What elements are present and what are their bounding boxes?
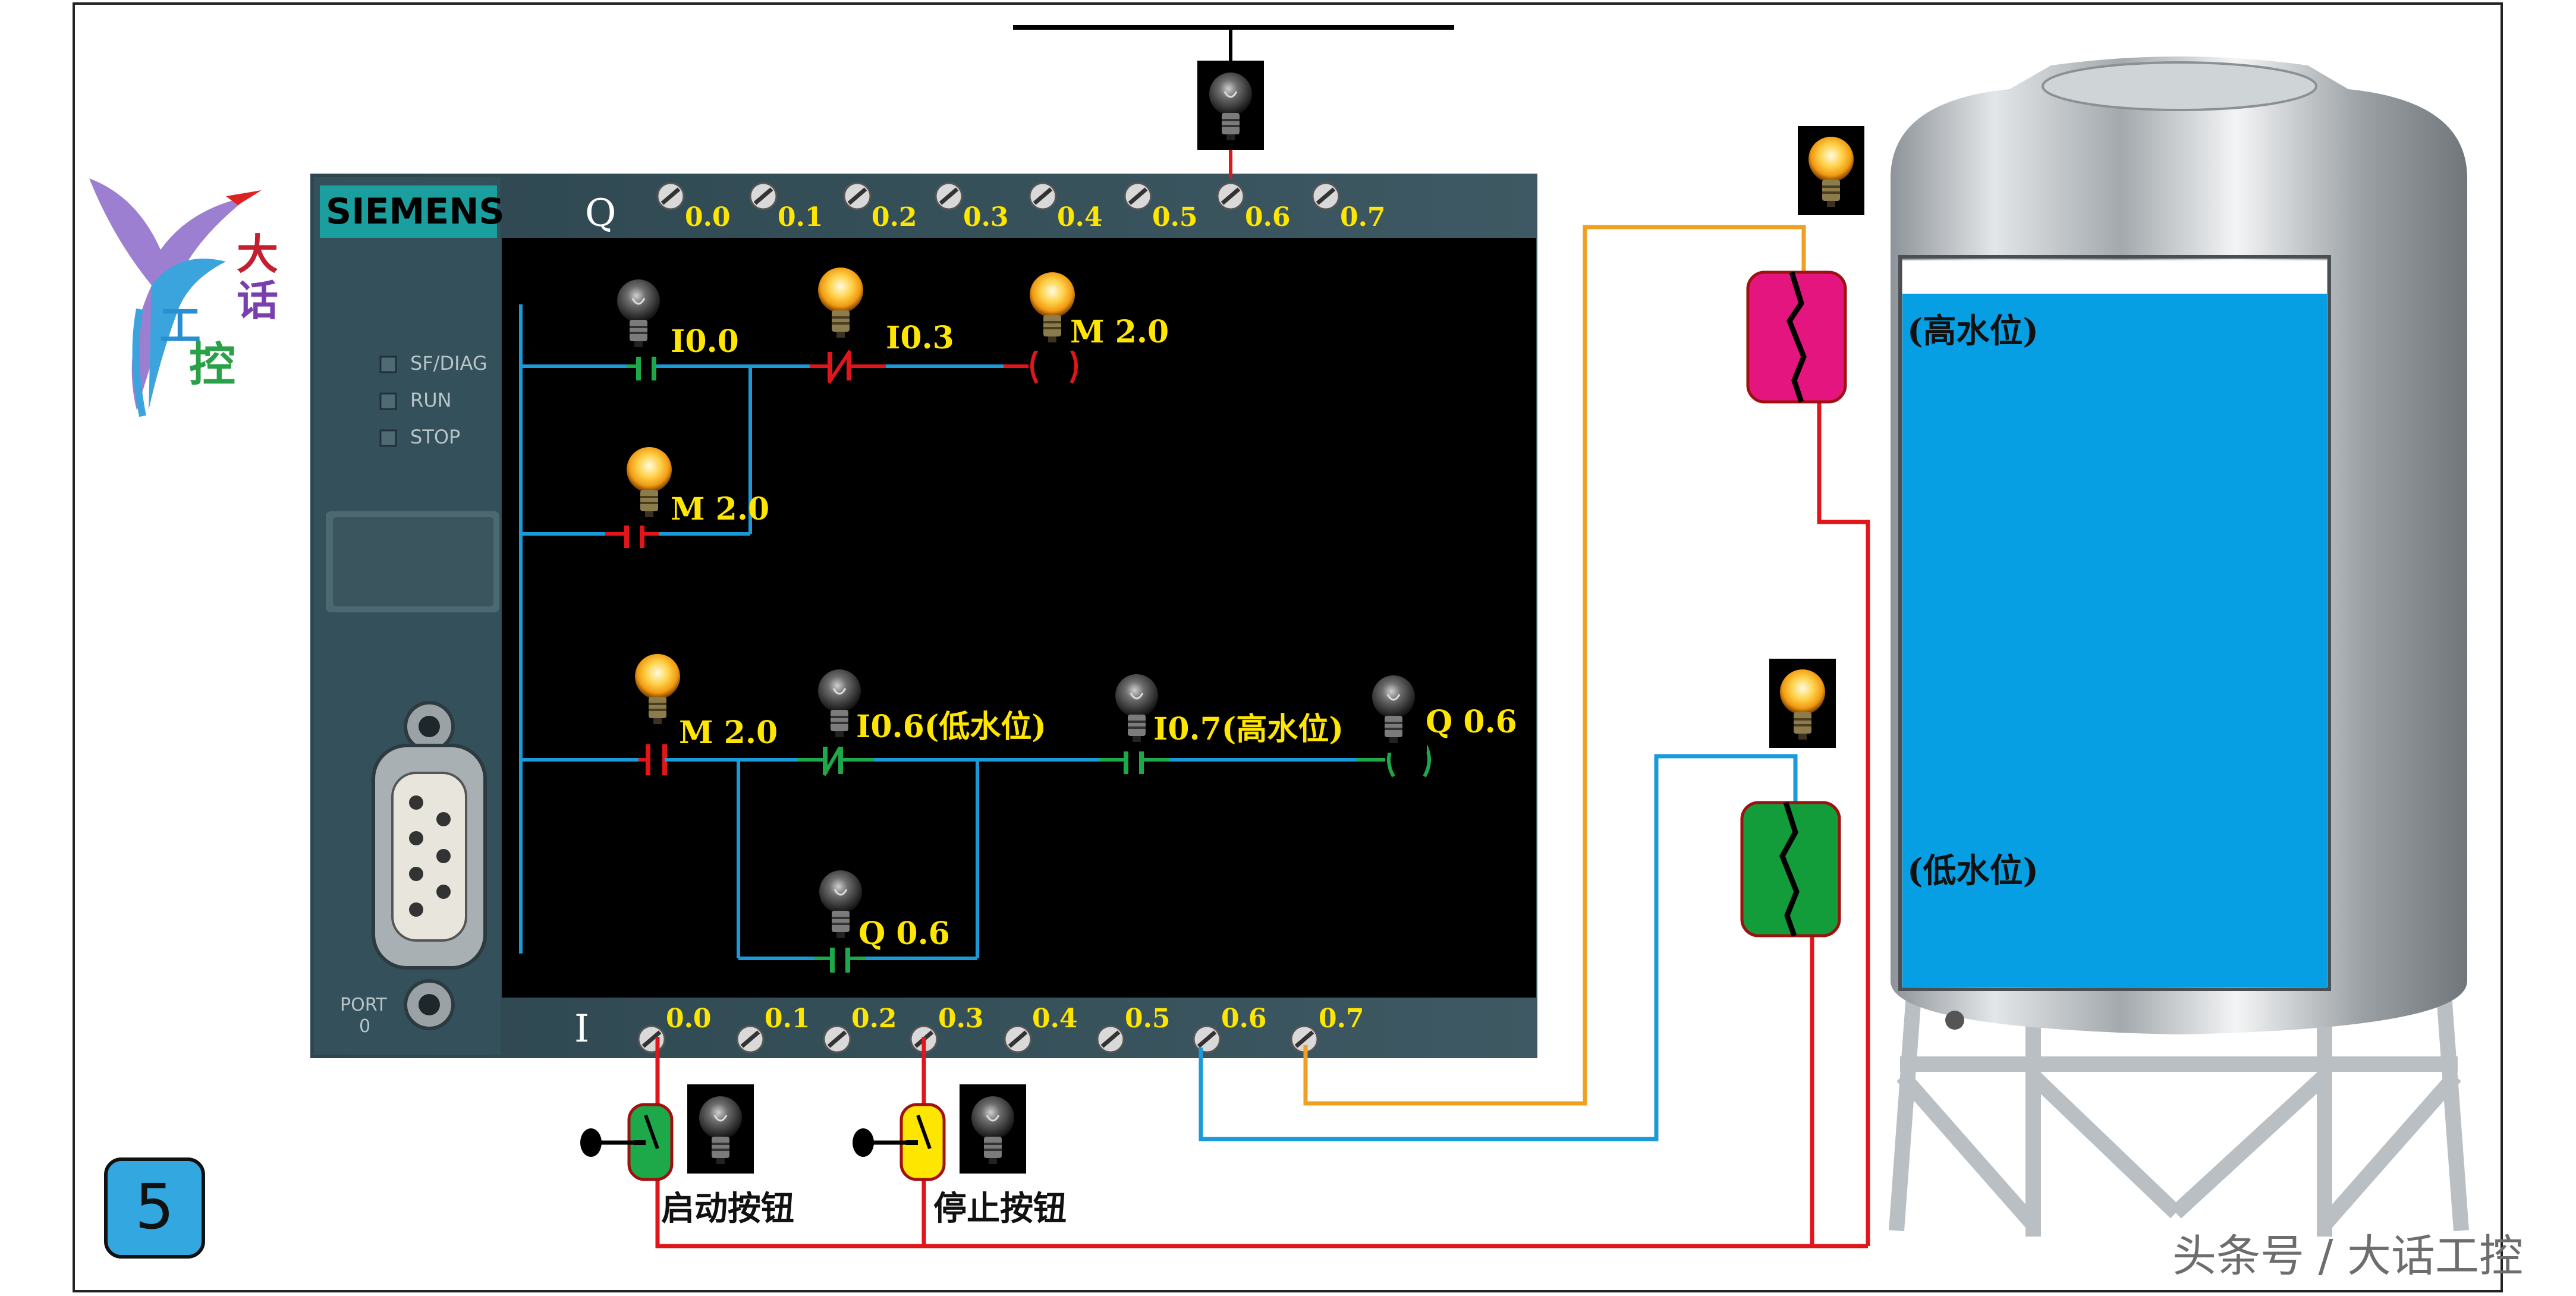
- water: [1902, 294, 2327, 987]
- q-terminal-label-0: 0.0: [685, 202, 731, 232]
- ladder-diagram: I0.0 I0.3 M 2.0 M 2.0: [519, 257, 1517, 973]
- db9-port: PORT 0: [340, 701, 487, 1037]
- logo-char-3: 工: [159, 301, 201, 350]
- i-terminal-label-4: 0.4: [1032, 1004, 1078, 1034]
- start-button[interactable]: 启动按钮: [580, 1083, 794, 1228]
- step-number: 5: [135, 1171, 174, 1243]
- i-terminal-screw-0: [639, 1026, 665, 1052]
- logo: 大 话 工 控: [89, 178, 278, 417]
- i-terminal-label-2: 0.2: [851, 1004, 897, 1034]
- q-terminal-screw-7: [1313, 183, 1339, 209]
- q-terminal-screw-1: [750, 183, 776, 209]
- rung-2-branch: Q 0.6: [737, 760, 979, 973]
- rung1-branch-contact-label: M 2.0: [671, 491, 769, 527]
- q-terminal-label-5: 0.5: [1152, 202, 1198, 232]
- low-level-sensor: [1740, 659, 1841, 938]
- rung-1-branch: M 2.0: [521, 366, 769, 548]
- i-terminal-label-6: 0.6: [1221, 1004, 1267, 1034]
- q-terminal-screw-5: [1125, 183, 1151, 209]
- outer-frame: [73, 2, 2503, 1292]
- i-terminal-label-3: 0.3: [938, 1004, 984, 1034]
- q-terminal-label-6: 0.6: [1245, 202, 1291, 232]
- led-sf-diag: SF/DIAG: [410, 352, 487, 375]
- logo-char-4: 控: [189, 338, 235, 392]
- q-terminal-screw-3: [936, 183, 962, 209]
- rung1-contact1-label: I0.0: [671, 323, 739, 360]
- i-terminal-screw-6: [1194, 1026, 1220, 1052]
- i-terminal-screw-2: [824, 1026, 850, 1052]
- stop-button[interactable]: 停止按钮: [853, 1083, 1067, 1228]
- rung2-contact1-label: M 2.0: [679, 715, 778, 751]
- led-stop: STOP: [410, 426, 460, 448]
- port-number: 0: [359, 1016, 370, 1037]
- i-terminal-screw-1: [737, 1026, 763, 1052]
- input-terminals: I 0.0 0.1 0.2 0.3 0.4 0.5 0.6 0.7: [574, 1004, 1364, 1052]
- rung-1: I0.0 I0.3 M 2.0: [521, 257, 1169, 384]
- high-level-sensor: [1746, 126, 1864, 404]
- rung2-contact2-label: I0.6(低水位): [856, 709, 1046, 745]
- q-terminal-label-1: 0.1: [778, 202, 823, 232]
- rung2-branch-contact-label: Q 0.6: [858, 916, 950, 952]
- q-terminal-label-2: 0.2: [872, 202, 917, 232]
- start-button-label: 启动按钮: [661, 1189, 794, 1228]
- rung-2: M 2.0 I0.6(低水位) I0.7(高水位) Q 0.6: [521, 643, 1517, 778]
- led-run: RUN: [410, 389, 452, 411]
- status-leds: SF/DIAG RUN STOP: [379, 352, 487, 448]
- i-terminal-screw-4: [1005, 1026, 1031, 1052]
- i-terminal-label-5: 0.5: [1125, 1004, 1171, 1034]
- q-terminal-label-3: 0.3: [963, 202, 1009, 232]
- rung1-contact2-label: I0.3: [886, 320, 954, 356]
- q-terminal-screw-2: [844, 183, 870, 209]
- rung1-coil-label: M 2.0: [1070, 314, 1169, 350]
- q-terminal-screw-4: [1030, 183, 1056, 209]
- water-tank: (高水位) (低水位): [1889, 56, 2469, 1237]
- watermark: 头条号 / 大话工控: [2172, 1231, 2523, 1282]
- logo-char-1: 大: [237, 229, 278, 279]
- output-prefix: Q: [585, 191, 616, 235]
- output-lamp-q06: [1013, 25, 1454, 178]
- output-terminals: Q 0.0 0.1 0.2 0.3 0.4 0.5 0.6 0.7: [585, 183, 1386, 235]
- i-terminal-label-7: 0.7: [1319, 1004, 1364, 1034]
- q-terminal-screw-6: [1218, 183, 1244, 209]
- high-level-label: (高水位): [1907, 312, 2039, 351]
- q-terminal-screw-0: [658, 183, 684, 209]
- siemens-logo: SIEMENS: [326, 191, 505, 232]
- q-terminal-label-7: 0.7: [1340, 202, 1386, 232]
- rung2-contact3-label: I0.7(高水位): [1153, 711, 1344, 747]
- stop-button-label: 停止按钮: [933, 1189, 1067, 1228]
- input-prefix: I: [574, 1007, 589, 1051]
- low-level-label: (低水位): [1907, 851, 2039, 891]
- port-label: PORT: [340, 995, 387, 1015]
- i-terminal-label-1: 0.1: [765, 1004, 810, 1034]
- q-terminal-label-4: 0.4: [1057, 202, 1103, 232]
- step-badge: 5: [104, 1157, 205, 1259]
- logo-char-2: 话: [237, 276, 278, 325]
- i-terminal-screw-5: [1097, 1026, 1124, 1052]
- rung2-coil-label: Q 0.6: [1426, 704, 1517, 740]
- i-terminal-label-0: 0.0: [666, 1004, 712, 1034]
